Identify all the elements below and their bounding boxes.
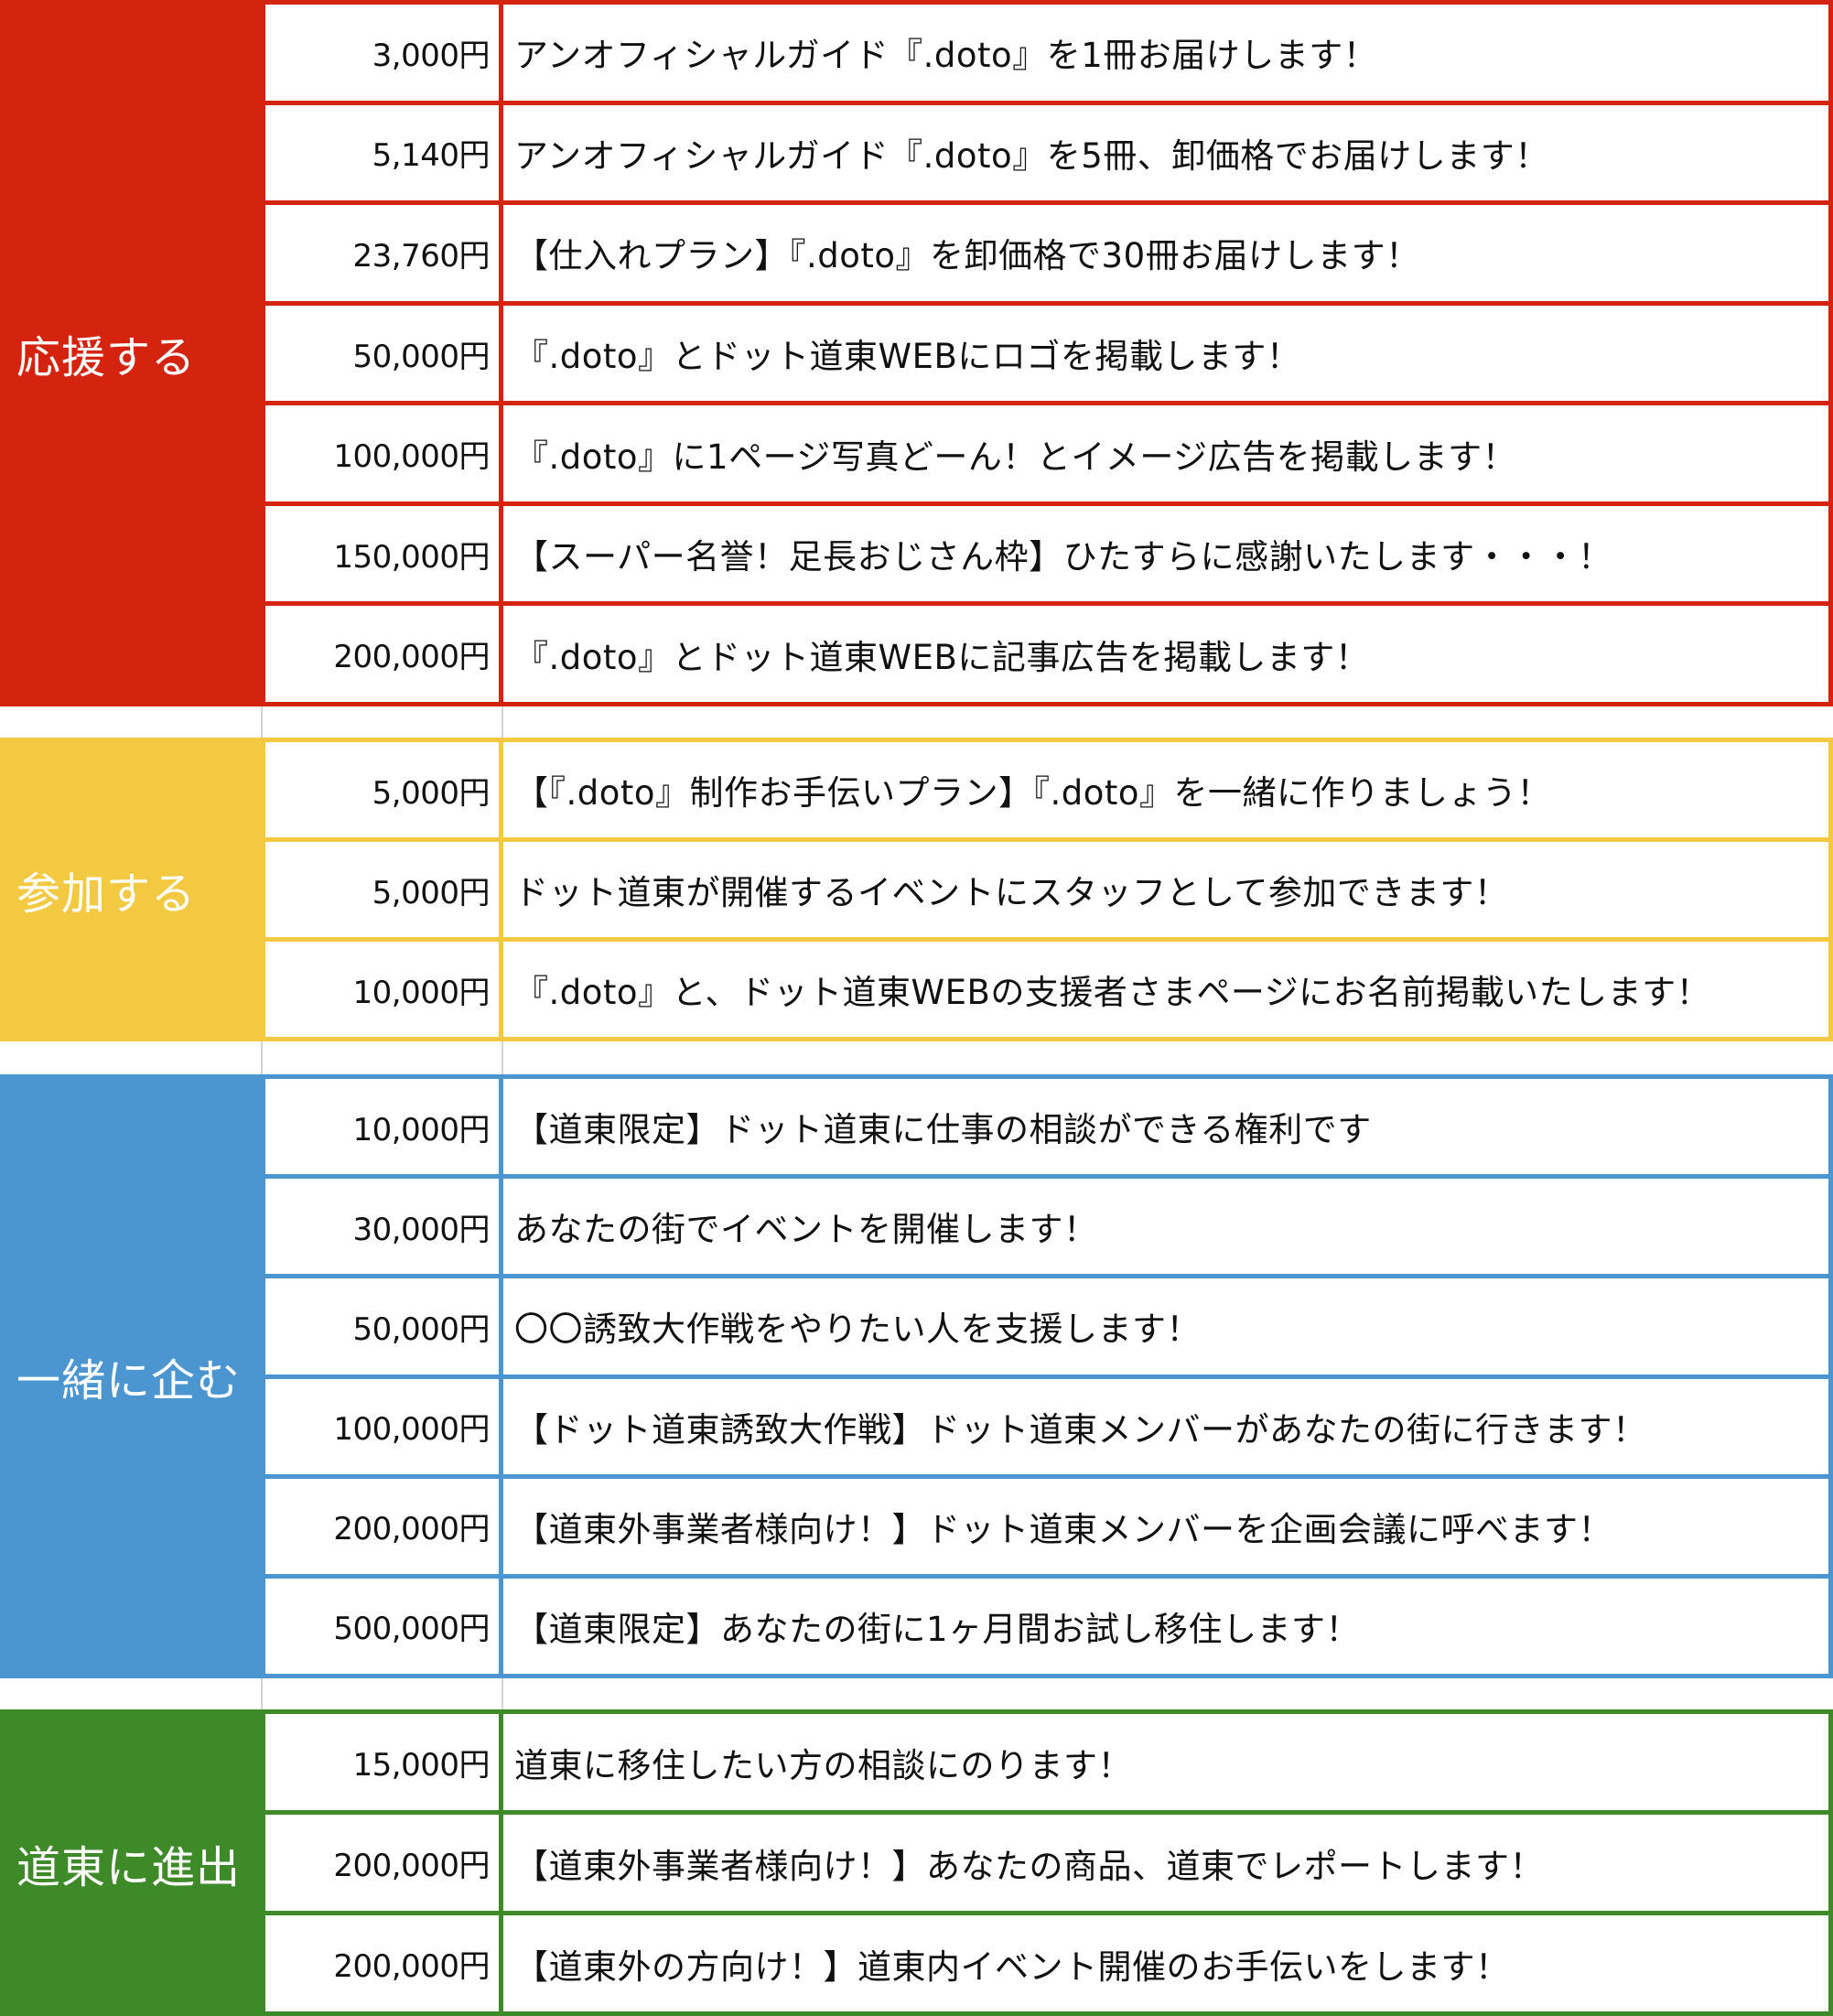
price-cell: 200,000円 — [265, 606, 503, 703]
price-cell: 100,000円 — [265, 405, 503, 501]
table-row: 200,000円『.doto』とドット道東WEBに記事広告を掲載します！ — [265, 601, 1828, 703]
table-row: 30,000円あなたの街でイベントを開催します！ — [265, 1174, 1828, 1275]
description-cell: 【道東外事業者様向け！】あなたの商品、道東でレポートします！ — [514, 1846, 1544, 1886]
table-row: 15,000円道東に移住したい方の相談にのります！ — [265, 1714, 1828, 1810]
category-label: 一緒に企む — [0, 1074, 261, 1678]
spacer-row — [0, 706, 1833, 738]
category-label: 応援する — [0, 0, 261, 706]
description-cell: 『.doto』に1ページ写真どーん！とイメージ広告を掲載します！ — [514, 437, 1517, 477]
gridline — [261, 1678, 263, 1709]
price-cell: 50,000円 — [265, 1278, 503, 1375]
description-cell: あなたの街でイベントを開催します！ — [514, 1210, 1098, 1250]
table-row: 200,000円【道東外事業者様向け！】ドット道東メンバーを企画会議に呼べます！ — [265, 1473, 1828, 1574]
description-cell: 【スーパー名誉！足長おじさん枠】ひたすらに感謝いたします・・・！ — [514, 537, 1612, 577]
table-row: 10,000円【道東限定】ドット道東に仕事の相談ができる権利です — [265, 1079, 1828, 1175]
price-cell: 150,000円 — [265, 505, 503, 602]
spacer-row — [0, 1041, 1833, 1074]
category-label: 道東に進出 — [0, 1709, 261, 2016]
description-cell: 【道東限定】ドット道東に仕事の相談ができる権利です — [514, 1110, 1372, 1150]
description-cell: 【道東限定】あなたの街に1ヶ月間お試し移住します！ — [514, 1609, 1361, 1649]
section-participate: 参加する 5,000円【『.doto』制作お手伝いプラン】『.doto』を一緒に… — [0, 738, 1833, 1041]
price-cell: 5,000円 — [265, 842, 503, 937]
table-row: 5,000円ドット道東が開催するイベントにスタッフとして参加できます！ — [265, 837, 1828, 937]
table-row: 100,000円【ドット道東誘致大作戦】ドット道東メンバーがあなたの街に行きます… — [265, 1374, 1828, 1474]
description-cell: 道東に移住したい方の相談にのります！ — [514, 1745, 1132, 1785]
description-cell: 『.doto』とドット道東WEBに記事広告を掲載します！ — [514, 637, 1370, 677]
price-cell: 5,000円 — [265, 742, 503, 837]
price-cell: 15,000円 — [265, 1714, 503, 1810]
section-expand: 道東に進出 15,000円道東に移住したい方の相談にのります！ 200,000円… — [0, 1709, 1833, 2016]
section-plan-together: 一緒に企む 10,000円【道東限定】ドット道東に仕事の相談ができる権利です 3… — [0, 1074, 1833, 1678]
price-cell: 10,000円 — [265, 1079, 503, 1175]
reward-grid: 10,000円【道東限定】ドット道東に仕事の相談ができる権利です 30,000円… — [261, 1074, 1833, 1678]
description-cell: 【『.doto』制作お手伝いプラン】『.doto』を一緒に作りましょう！ — [514, 773, 1552, 813]
description-cell: 【ドット道東誘致大作戦】ドット道東メンバーがあなたの街に行きます！ — [514, 1409, 1647, 1450]
price-cell: 50,000円 — [265, 305, 503, 402]
table-row: 23,760円【仕入れプラン】『.doto』を卸価格で30冊お届けします！ — [265, 200, 1828, 301]
table-row: 150,000円【スーパー名誉！足長おじさん枠】ひたすらに感謝いたします・・・！ — [265, 501, 1828, 602]
gridline — [501, 1678, 503, 1709]
table-row: 50,000円〇〇誘致大作戦をやりたい人を支援します！ — [265, 1274, 1828, 1375]
gridline — [501, 706, 503, 738]
price-cell: 200,000円 — [265, 1915, 503, 2011]
price-cell: 3,000円 — [265, 5, 503, 101]
table-row: 5,000円【『.doto』制作お手伝いプラン】『.doto』を一緒に作りましょ… — [265, 742, 1828, 837]
price-cell: 500,000円 — [265, 1578, 503, 1675]
description-cell: 【道東外事業者様向け！】ドット道東メンバーを企画会議に呼べます！ — [514, 1509, 1612, 1549]
gridline — [261, 1041, 263, 1074]
table-row: 50,000円『.doto』とドット道東WEBにロゴを掲載します！ — [265, 300, 1828, 402]
category-label: 参加する — [0, 738, 261, 1041]
reward-grid: 3,000円アンオフィシャルガイド『.doto』を1冊お届けします！ 5,140… — [261, 0, 1833, 706]
description-cell: 〇〇誘致大作戦をやりたい人を支援します！ — [514, 1310, 1201, 1350]
description-cell: アンオフィシャルガイド『.doto』を5冊、卸価格でお届けします！ — [514, 135, 1549, 176]
description-cell: 『.doto』と、ドット道東WEBの支援者さまページにお名前掲載いたします！ — [514, 973, 1711, 1012]
table-row: 100,000円『.doto』に1ページ写真どーん！とイメージ広告を掲載します！ — [265, 401, 1828, 501]
table-row: 3,000円アンオフィシャルガイド『.doto』を1冊お届けします！ — [265, 5, 1828, 101]
table-row: 200,000円【道東外事業者様向け！】あなたの商品、道東でレポートします！ — [265, 1810, 1828, 1911]
price-cell: 200,000円 — [265, 1478, 503, 1574]
table-row: 10,000円『.doto』と、ドット道東WEBの支援者さまページにお名前掲載い… — [265, 937, 1828, 1037]
gridline — [501, 1041, 503, 1074]
price-cell: 23,760円 — [265, 205, 503, 301]
price-cell: 10,000円 — [265, 942, 503, 1037]
price-cell: 5,140円 — [265, 104, 503, 201]
section-support: 応援する 3,000円アンオフィシャルガイド『.doto』を1冊お届けします！ … — [0, 0, 1833, 706]
reward-grid: 15,000円道東に移住したい方の相談にのります！ 200,000円【道東外事業… — [261, 1709, 1833, 2016]
reward-grid: 5,000円【『.doto』制作お手伝いプラン】『.doto』を一緒に作りましょ… — [261, 738, 1833, 1041]
price-cell: 30,000円 — [265, 1179, 503, 1275]
table-row: 200,000円【道東外の方向け！】道東内イベント開催のお手伝いをします！ — [265, 1911, 1828, 2011]
table-row: 5,140円アンオフィシャルガイド『.doto』を5冊、卸価格でお届けします！ — [265, 100, 1828, 201]
description-cell: 【道東外の方向け！】道東内イベント開催のお手伝いをします！ — [514, 1946, 1510, 1987]
description-cell: 『.doto』とドット道東WEBにロゴを掲載します！ — [514, 337, 1301, 377]
gridline — [261, 706, 263, 738]
spacer-row — [0, 1678, 1833, 1709]
table-row: 500,000円【道東限定】あなたの街に1ヶ月間お試し移住します！ — [265, 1573, 1828, 1675]
price-cell: 100,000円 — [265, 1378, 503, 1474]
description-cell: アンオフィシャルガイド『.doto』を1冊お届けします！ — [514, 36, 1378, 76]
price-cell: 200,000円 — [265, 1815, 503, 1911]
description-cell: 【仕入れプラン】『.doto』を卸価格で30冊お届けします！ — [514, 236, 1420, 276]
description-cell: ドット道東が開催するイベントにスタッフとして参加できます！ — [514, 873, 1509, 912]
